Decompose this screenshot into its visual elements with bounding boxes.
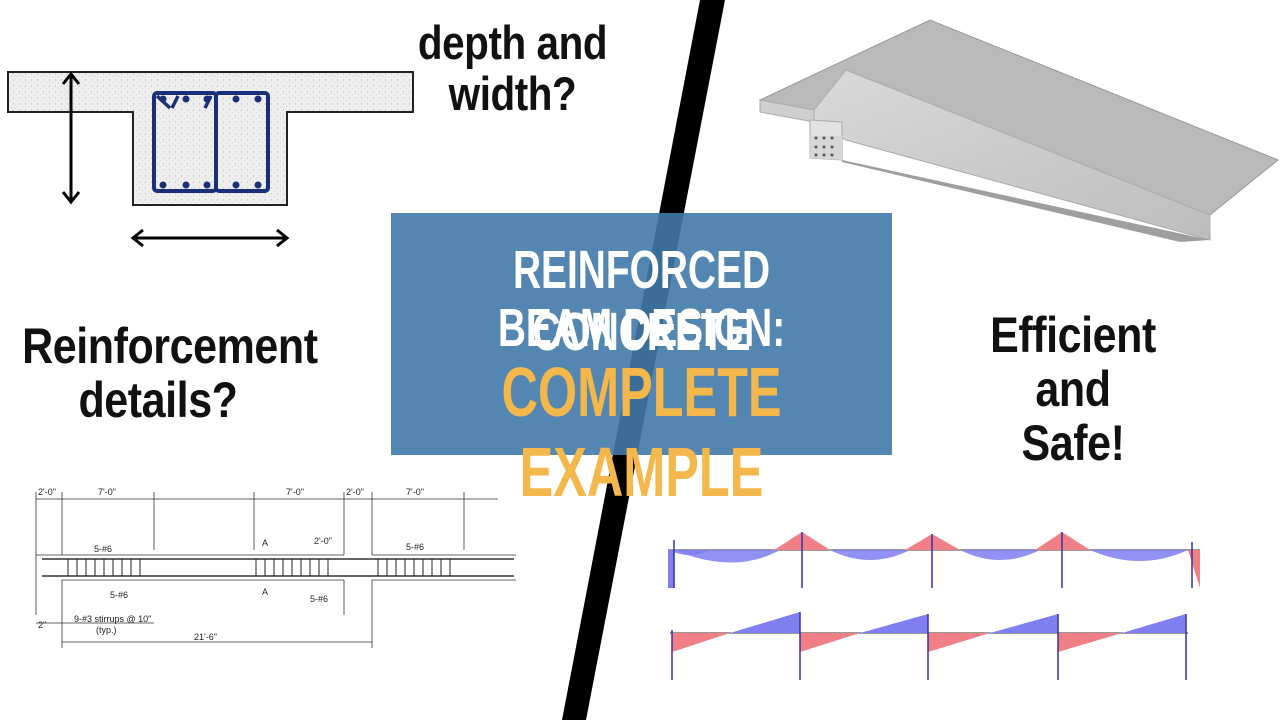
efficient-safe-statement: Efficient and Safe! — [957, 308, 1189, 470]
dim-top-3: 7'-0" — [286, 487, 304, 497]
efficient-line1: Efficient and — [990, 307, 1156, 417]
width-arrow — [130, 228, 290, 248]
dim-mid: 2'-0" — [314, 536, 332, 546]
bar-label-mid-bottom: 5-#6 — [310, 594, 328, 604]
section-marker-top: A — [262, 538, 268, 548]
dim-top-5: 7'-0" — [406, 487, 424, 497]
t-beam-3d-render — [758, 19, 1279, 242]
span-dimension: 21'-6" — [194, 632, 217, 642]
title-line2: BEAM DESIGN: — [497, 298, 786, 358]
dim-top-4: 2'-0" — [346, 487, 364, 497]
dim-top-1: 2'-0" — [38, 487, 56, 497]
depth-width-line1: depth and — [417, 16, 608, 69]
reinforcement-detail-drawing: 2'-0" 7'-0" 7'-0" 2'-0" 7'-0" 5-#6 5-#6 … — [35, 487, 516, 648]
reinforcement-line2: details? — [78, 372, 238, 428]
section-marker-bottom: A — [262, 587, 268, 597]
moment-shear-diagrams — [668, 532, 1200, 680]
stirrups-label-2: (typ.) — [96, 625, 117, 635]
efficient-line2: Safe! — [1021, 415, 1125, 471]
bar-label-top-left: 5-#6 — [94, 544, 112, 554]
title-line3: COMPLETE EXAMPLE — [501, 353, 782, 511]
stirrups-label-1: 9-#3 stirrups @ 10" — [74, 614, 151, 624]
reinforcement-line1: Reinforcement — [22, 318, 318, 374]
title-line1: REINFORCED CONCRETE — [512, 240, 771, 362]
stirrup-right — [214, 91, 270, 193]
depth-width-line2: width? — [448, 66, 577, 120]
reinforcement-question: Reinforcement details? — [22, 318, 318, 428]
depth-arrow — [61, 71, 81, 205]
depth-width-question: depth and width? — [416, 16, 610, 120]
bending-moment-diagram — [668, 532, 1200, 588]
shear-force-diagram — [670, 612, 1188, 680]
bar-label-bottom-left: 5-#6 — [110, 590, 128, 600]
bar-label-top-right: 5-#6 — [406, 542, 424, 552]
dim-top-2: 7'-0" — [98, 487, 116, 497]
title-box: REINFORCED CONCRETE BEAM DESIGN: COMPLET… — [391, 213, 892, 511]
t-beam-cross-section — [7, 71, 414, 248]
dim-2in: 2" — [38, 620, 46, 630]
